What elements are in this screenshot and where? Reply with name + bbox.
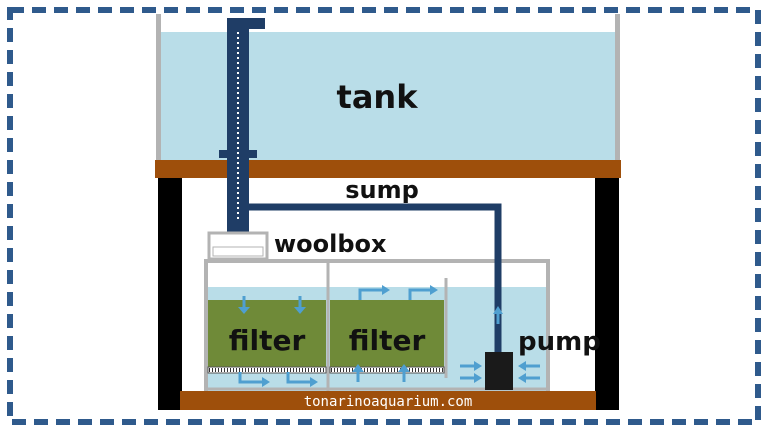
filter-grate-right xyxy=(329,366,445,374)
overflow-elbow xyxy=(227,18,265,29)
stand: tonarinoaquarium.com xyxy=(155,160,621,410)
filter-media-right xyxy=(330,300,444,367)
pump-body xyxy=(485,352,513,390)
arrow-up-turn-icon xyxy=(408,285,438,300)
tank-wall-left xyxy=(156,14,161,160)
main-tank: tank xyxy=(156,14,620,160)
arrow-right-icon xyxy=(460,361,482,371)
woolbox: woolbox xyxy=(207,230,387,261)
arrow-right-icon xyxy=(460,373,482,383)
sump-label: sump xyxy=(345,176,419,204)
stand-bottom-wood xyxy=(180,391,596,410)
tank-wall-right xyxy=(615,14,620,160)
filter-label-right: filter xyxy=(349,324,426,357)
return-system: pump xyxy=(249,203,601,390)
arrow-up-icon xyxy=(493,306,503,324)
pump-label: pump xyxy=(518,327,601,357)
dashed-border xyxy=(7,7,761,425)
woolbox-wool xyxy=(212,246,264,257)
arrow-left-icon xyxy=(518,361,540,371)
stand-right-leg xyxy=(595,178,619,410)
arrow-down-icon xyxy=(294,296,306,314)
woolbox-label: woolbox xyxy=(274,230,387,258)
arrow-turn-right-icon xyxy=(286,372,318,387)
tank-label: tank xyxy=(337,78,419,116)
filter-label-left: filter xyxy=(229,324,306,357)
return-pipe xyxy=(249,203,502,352)
filter-chamber-right: filter xyxy=(329,300,445,374)
filter-media-left xyxy=(208,300,326,367)
arrow-up-icon xyxy=(352,364,364,382)
overflow-column xyxy=(227,18,249,232)
arrow-up-icon xyxy=(398,364,410,382)
flow-arrows xyxy=(238,285,540,387)
filter-chamber-left: filter xyxy=(207,300,327,374)
stand-left-leg xyxy=(158,178,182,410)
arrow-left-icon xyxy=(518,373,540,383)
arrow-turn-right-icon xyxy=(238,372,270,387)
watermark-text: tonarinoaquarium.com xyxy=(304,394,473,410)
arrow-down-icon xyxy=(238,296,250,314)
stand-top-wood xyxy=(155,160,621,178)
sump-glass-walls xyxy=(204,259,550,391)
arrow-up-turn-icon xyxy=(358,285,390,300)
